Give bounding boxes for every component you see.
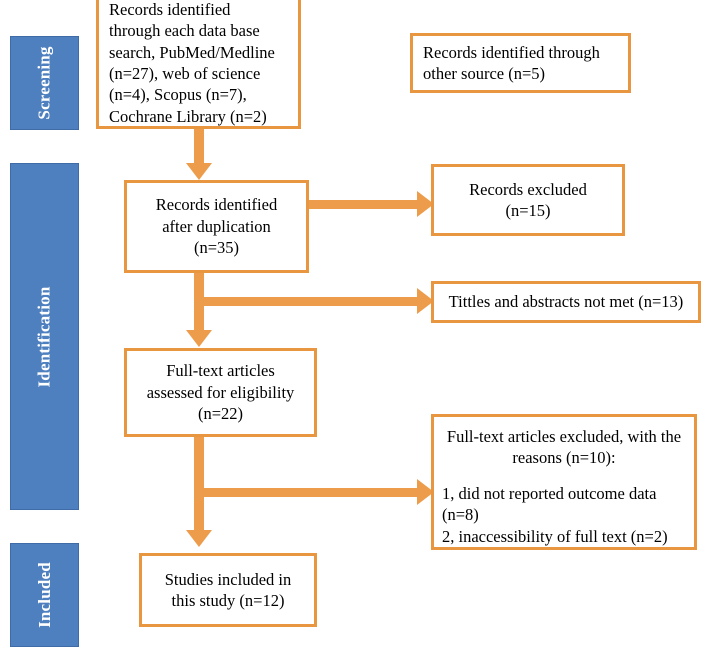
box-studies-included: Studies included in this study (n=12) <box>139 553 317 627</box>
box-line: Records excluded <box>469 179 587 199</box>
box-line: Full-text articles <box>166 361 275 381</box>
box-fulltext-excluded-reasons: Full-text articles excluded, with the re… <box>431 414 697 550</box>
phase-block-included: Included <box>10 543 79 647</box>
box-line: Records identified <box>109 0 231 19</box>
box-spacer <box>442 469 686 483</box>
connector-dedup-to-titles <box>194 297 421 306</box>
box-line: search, PubMed/Medline <box>109 42 275 62</box>
box-line: (n=4), Scopus (n=7), <box>109 85 247 105</box>
connector-fulltext-down-stem <box>194 437 204 536</box>
box-line: Studies included in <box>164 569 292 589</box>
connector-dedup-to-excluded <box>308 200 421 209</box>
box-line: other source (n=5) <box>423 64 546 83</box>
box-line: Cochrane Library (n=2) <box>109 106 267 126</box>
box-records-identified-databases: Records identified through each data bas… <box>96 0 301 129</box>
arrowhead-fulltext-to-excluded <box>417 479 434 505</box>
phase-block-identification: Identification <box>10 163 79 510</box>
phase-block-screening: Screening <box>10 36 79 130</box>
box-line: (n=27), web of science <box>109 64 261 83</box>
phase-label-identification: Identification <box>34 285 54 388</box>
box-records-excluded: Records excluded (n=15) <box>431 164 625 236</box>
arrowhead-databases-to-dedup <box>186 163 212 180</box>
box-line: this study (n=12) <box>171 591 285 610</box>
box-records-identified-other-source: Records identified through other source … <box>410 33 631 93</box>
box-line: (n=15) <box>505 201 551 220</box>
box-line: through each data base <box>109 21 260 41</box>
box-titles-abstracts-not-met: Tittles and abstracts not met (n=13) <box>431 281 701 323</box>
box-records-after-duplication: Records identified after duplication (n=… <box>124 180 309 273</box>
box-fulltext-assessed-eligibility: Full-text articles assessed for eligibil… <box>124 348 317 437</box>
box-line: Records identified through <box>423 42 600 62</box>
box-line: (n=35) <box>193 238 240 258</box>
phase-label-included: Included <box>34 562 54 628</box>
connector-databases-to-dedup <box>194 129 204 167</box>
arrowhead-dedup-to-excluded <box>417 191 434 217</box>
box-reason-line: (n=8) <box>442 505 479 525</box>
box-heading-line: Full-text articles excluded, with the <box>446 427 682 446</box>
connector-fulltext-to-excluded <box>194 488 421 497</box>
box-line: Tittles and abstracts not met (n=13) <box>448 292 684 312</box>
box-line: Records identified <box>155 195 278 215</box>
box-reason-line: 1, did not reported outcome data <box>442 483 657 503</box>
phase-label-screening: Screening <box>34 46 54 120</box>
box-line: (n=22) <box>197 404 244 424</box>
arrowhead-dedup-to-titles <box>417 288 434 314</box>
arrowhead-dedup-to-fulltext <box>186 330 212 347</box>
arrowhead-fulltext-to-included <box>186 530 212 547</box>
box-heading-line: reasons (n=10): <box>512 448 616 468</box>
box-reason-line: 2, inaccessibility of full text (n=2) <box>442 526 668 546</box>
box-line: after duplication <box>162 216 271 236</box>
box-line: assessed for eligibility <box>146 382 295 402</box>
